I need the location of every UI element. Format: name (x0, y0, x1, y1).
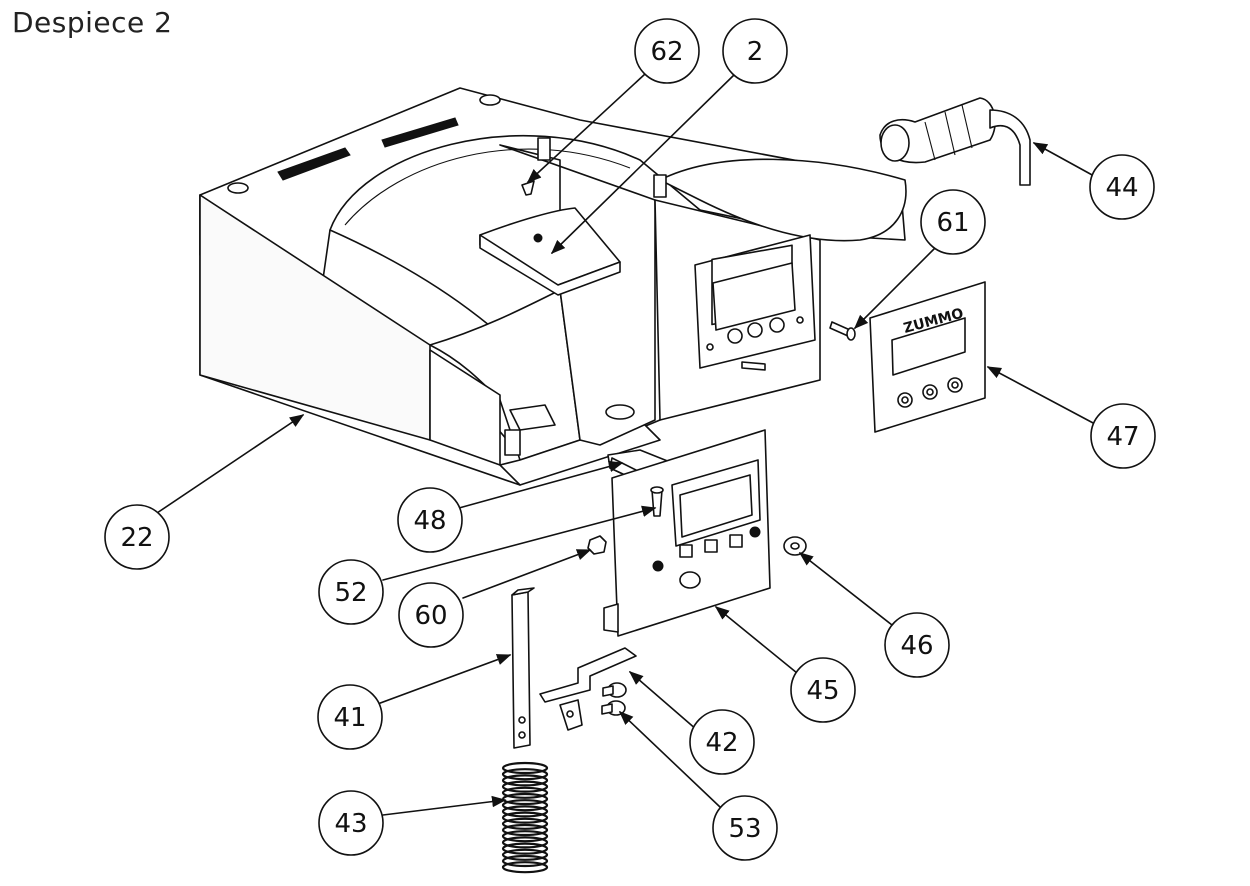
spring-coil (501, 786, 549, 799)
page-title: Despiece 2 (12, 6, 173, 39)
spring-coil (501, 811, 549, 824)
sensor-part-44 (879, 97, 1031, 186)
callout-60: 60 (398, 582, 464, 648)
spring-part-43 (501, 761, 549, 874)
label-panel-part-47: ZUMMO (869, 281, 986, 433)
callout-44-label: 44 (1105, 173, 1138, 203)
callout-47: 47 (1090, 403, 1156, 469)
spring-coil (501, 774, 549, 787)
callout-41: 41 (317, 684, 383, 750)
spring-coil (501, 823, 549, 837)
callout-45: 45 (790, 657, 856, 723)
callout-48: 48 (397, 487, 463, 553)
spring-coil (501, 836, 549, 849)
spring-coil (501, 817, 549, 830)
spring-coil (501, 780, 549, 793)
callout-2-label: 2 (747, 37, 764, 67)
spring-coil (501, 854, 549, 868)
spring-coil (501, 848, 549, 861)
callout-43: 43 (318, 790, 384, 856)
spring-coil (501, 805, 549, 818)
callout-44: 44 (1089, 154, 1155, 220)
spring-coil (501, 768, 549, 781)
callout-46-label: 46 (900, 631, 933, 661)
callout-22-label: 22 (120, 523, 153, 553)
callout-61: 61 (920, 189, 986, 255)
callout-42: 42 (689, 709, 755, 775)
chute-guide-part-2 (479, 207, 621, 296)
callout-43-label: 43 (334, 809, 367, 839)
spring-coil (501, 842, 549, 855)
nut-part-60 (587, 535, 607, 555)
callout-53-label: 53 (728, 814, 761, 844)
callout-60-label: 60 (414, 601, 447, 631)
callout-22: 22 (104, 504, 170, 570)
callout-48-label: 48 (413, 506, 446, 536)
callout-41-label: 41 (333, 703, 366, 733)
callout-61-label: 61 (936, 208, 969, 238)
leader-lines (153, 73, 1096, 816)
lever-bracket-part-42 (539, 647, 637, 731)
callout-52: 52 (318, 559, 384, 625)
spacer-part-46 (783, 536, 807, 556)
spring-coil (501, 861, 549, 874)
callout-52-label: 52 (334, 578, 367, 608)
spring-coil (501, 761, 549, 775)
callout-46: 46 (884, 612, 950, 678)
callout-62: 62 (634, 18, 700, 84)
control-board-part-45 (603, 429, 771, 637)
screws-part-53 (601, 682, 627, 716)
housing-part-22 (199, 87, 907, 486)
callout-45-label: 45 (806, 676, 839, 706)
callout-62-label: 62 (650, 37, 683, 67)
shaft-part-41 (511, 587, 535, 749)
callout-53: 53 (712, 795, 778, 861)
spring-coil (501, 830, 549, 843)
callout-2: 2 (722, 18, 788, 84)
callout-42-label: 42 (705, 728, 738, 758)
screw-part-61 (829, 321, 856, 341)
callout-47-label: 47 (1106, 422, 1139, 452)
